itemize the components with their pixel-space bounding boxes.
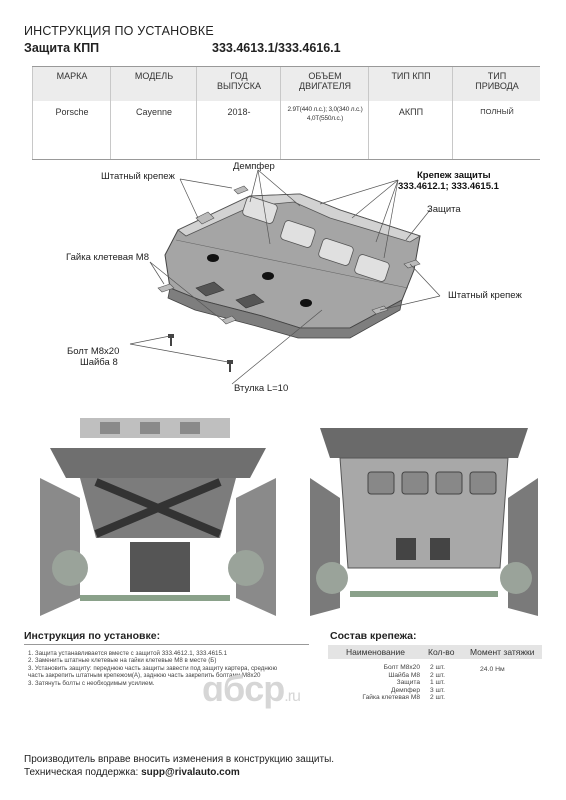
spec-value-model: Cayenne [135,107,173,117]
label-fastener-kit-codes: 333.4612.1; 333.4615.1 [398,181,499,192]
fastener-table-header: Наименование Кол-во Момент затяжки [328,645,542,659]
label-bolt: Болт М8х20 [67,346,120,357]
fastener-name: Защита [396,679,420,687]
spec-value-engine: 2.9T(440 л.с.); 3,0(340 л.с.) 4,0T(550л.… [287,106,363,122]
support-email-link[interactable]: supp@rivalauto.com [141,767,240,778]
label-sleeve: Втулка L=10 [234,383,289,394]
label-damper: Демпфер [233,161,275,172]
fastener-names: Болт М8х20 Шайба М8 Защита Демпфер Гайка… [328,664,420,702]
fastener-kit-title: Состав крепежа: [330,630,417,642]
spec-header-gearbox: ТИП КПП [391,71,431,81]
spec-value-make: Porsche [55,107,89,117]
exploded-diagram [129,169,441,385]
spec-value-gearbox: АКПП [398,107,424,117]
footer-support: Техническая поддержка: supp@rivalauto.co… [24,767,240,778]
instruction-item: 3. Установить защиту: переднюю часть защ… [28,664,278,672]
instruction-item: 3. Затянуть болты с необходимым усилием. [28,679,155,687]
col-header-name: Наименование [346,647,405,657]
label-stock-fastener-top: Штатный крепеж [101,171,175,182]
watermark: ɑбcр.ru [202,668,301,710]
part-codes: 333.4613.1/333.4616.1 [212,41,341,55]
spec-col-model: МОДЕЛЬ Cayenne [110,67,197,159]
col-header-torque: Момент затяжки [470,647,535,657]
spec-header-drive: ТИП ПРИВОДА [475,71,519,91]
fastener-qty: 2 шт. [430,664,445,671]
bolt-icon [227,360,233,372]
document-subtitle: Защита КПП [24,41,100,55]
spec-header-engine: ОБЪЕМ ДВИГАТЕЛЯ [298,71,352,91]
vehicle-spec-table: МАРКА Porsche МОДЕЛЬ Cayenne ГОД ВЫПУСКА… [32,66,540,160]
spec-header-make: МАРКА [56,71,88,81]
spec-value-year: 2018- [227,107,251,117]
fastener-quantities: 2 шт. 2 шт. 1 шт. 3 шт. 2 шт. [430,664,452,702]
fastener-name: Шайба М8 [388,671,420,679]
fastener-qty: 3 шт. [430,686,445,694]
spec-value-drive: ПОЛНЫЙ [480,107,514,116]
watermark-main: ɑбcр [202,668,285,709]
undercarriage-installed-image [310,418,538,616]
bolt-icon [168,334,174,346]
spec-col-make: МАРКА Porsche [32,67,111,159]
watermark-suffix: .ru [284,688,301,705]
fastener-name: Гайка клетевая М8 [362,694,420,702]
footer-note: Производитель вправе вносить изменения в… [24,754,335,765]
spec-header-model: МОДЕЛЬ [134,71,174,81]
leader-lines [129,169,441,385]
spec-col-drive: ТИП ПРИВОДА ПОЛНЫЙ [452,67,541,159]
spec-col-engine: ОБЪЕМ ДВИГАТЕЛЯ 2.9T(440 л.с.); 3,0(340 … [280,67,369,159]
label-fastener-kit-title: Крепеж защиты [417,170,491,181]
torque-value: 24.0 Нм [480,666,505,673]
fastener-qty: 2 шт. [430,671,445,679]
instruction-item: часть закрепить штатным крепежом(А), зад… [28,672,261,680]
document-title: ИНСТРУКЦИЯ ПО УСТАНОВКЕ [24,24,214,38]
instruction-item: 1. Защита устанавливается вместе с защит… [28,650,228,657]
col-header-qty: Кол-во [428,647,455,657]
fastener-name: Демпфер [391,686,420,694]
label-skid-plate: Защита [427,204,461,215]
instruction-item: 2. Заменить штатные клетевые на гайки кл… [28,657,217,665]
label-washer: Шайба 8 [80,357,118,368]
skid-plate-drawing [157,185,421,339]
undercarriage-before-image [40,418,276,616]
instructions-title: Инструкция по установке: [24,630,161,642]
fastener-qty: 1 шт. [430,679,445,687]
fastener-qty: 2 шт. [430,694,445,702]
label-stock-fastener-right: Штатный крепеж [448,290,522,301]
label-cage-nut: Гайка клетевая М8 [66,252,149,263]
spec-table-header-bg [32,67,540,101]
spec-header-year: ГОД ВЫПУСКА [217,71,261,91]
fastener-name: Болт М8х20 [383,664,420,671]
spec-col-gearbox: ТИП КПП АКПП [368,67,453,159]
support-label: Техническая поддержка: [24,767,139,778]
instructions-list: 1. Защита устанавливается вместе с защит… [28,650,318,687]
spec-col-year: ГОД ВЫПУСКА 2018- [196,67,281,159]
instructions-divider [24,644,309,645]
